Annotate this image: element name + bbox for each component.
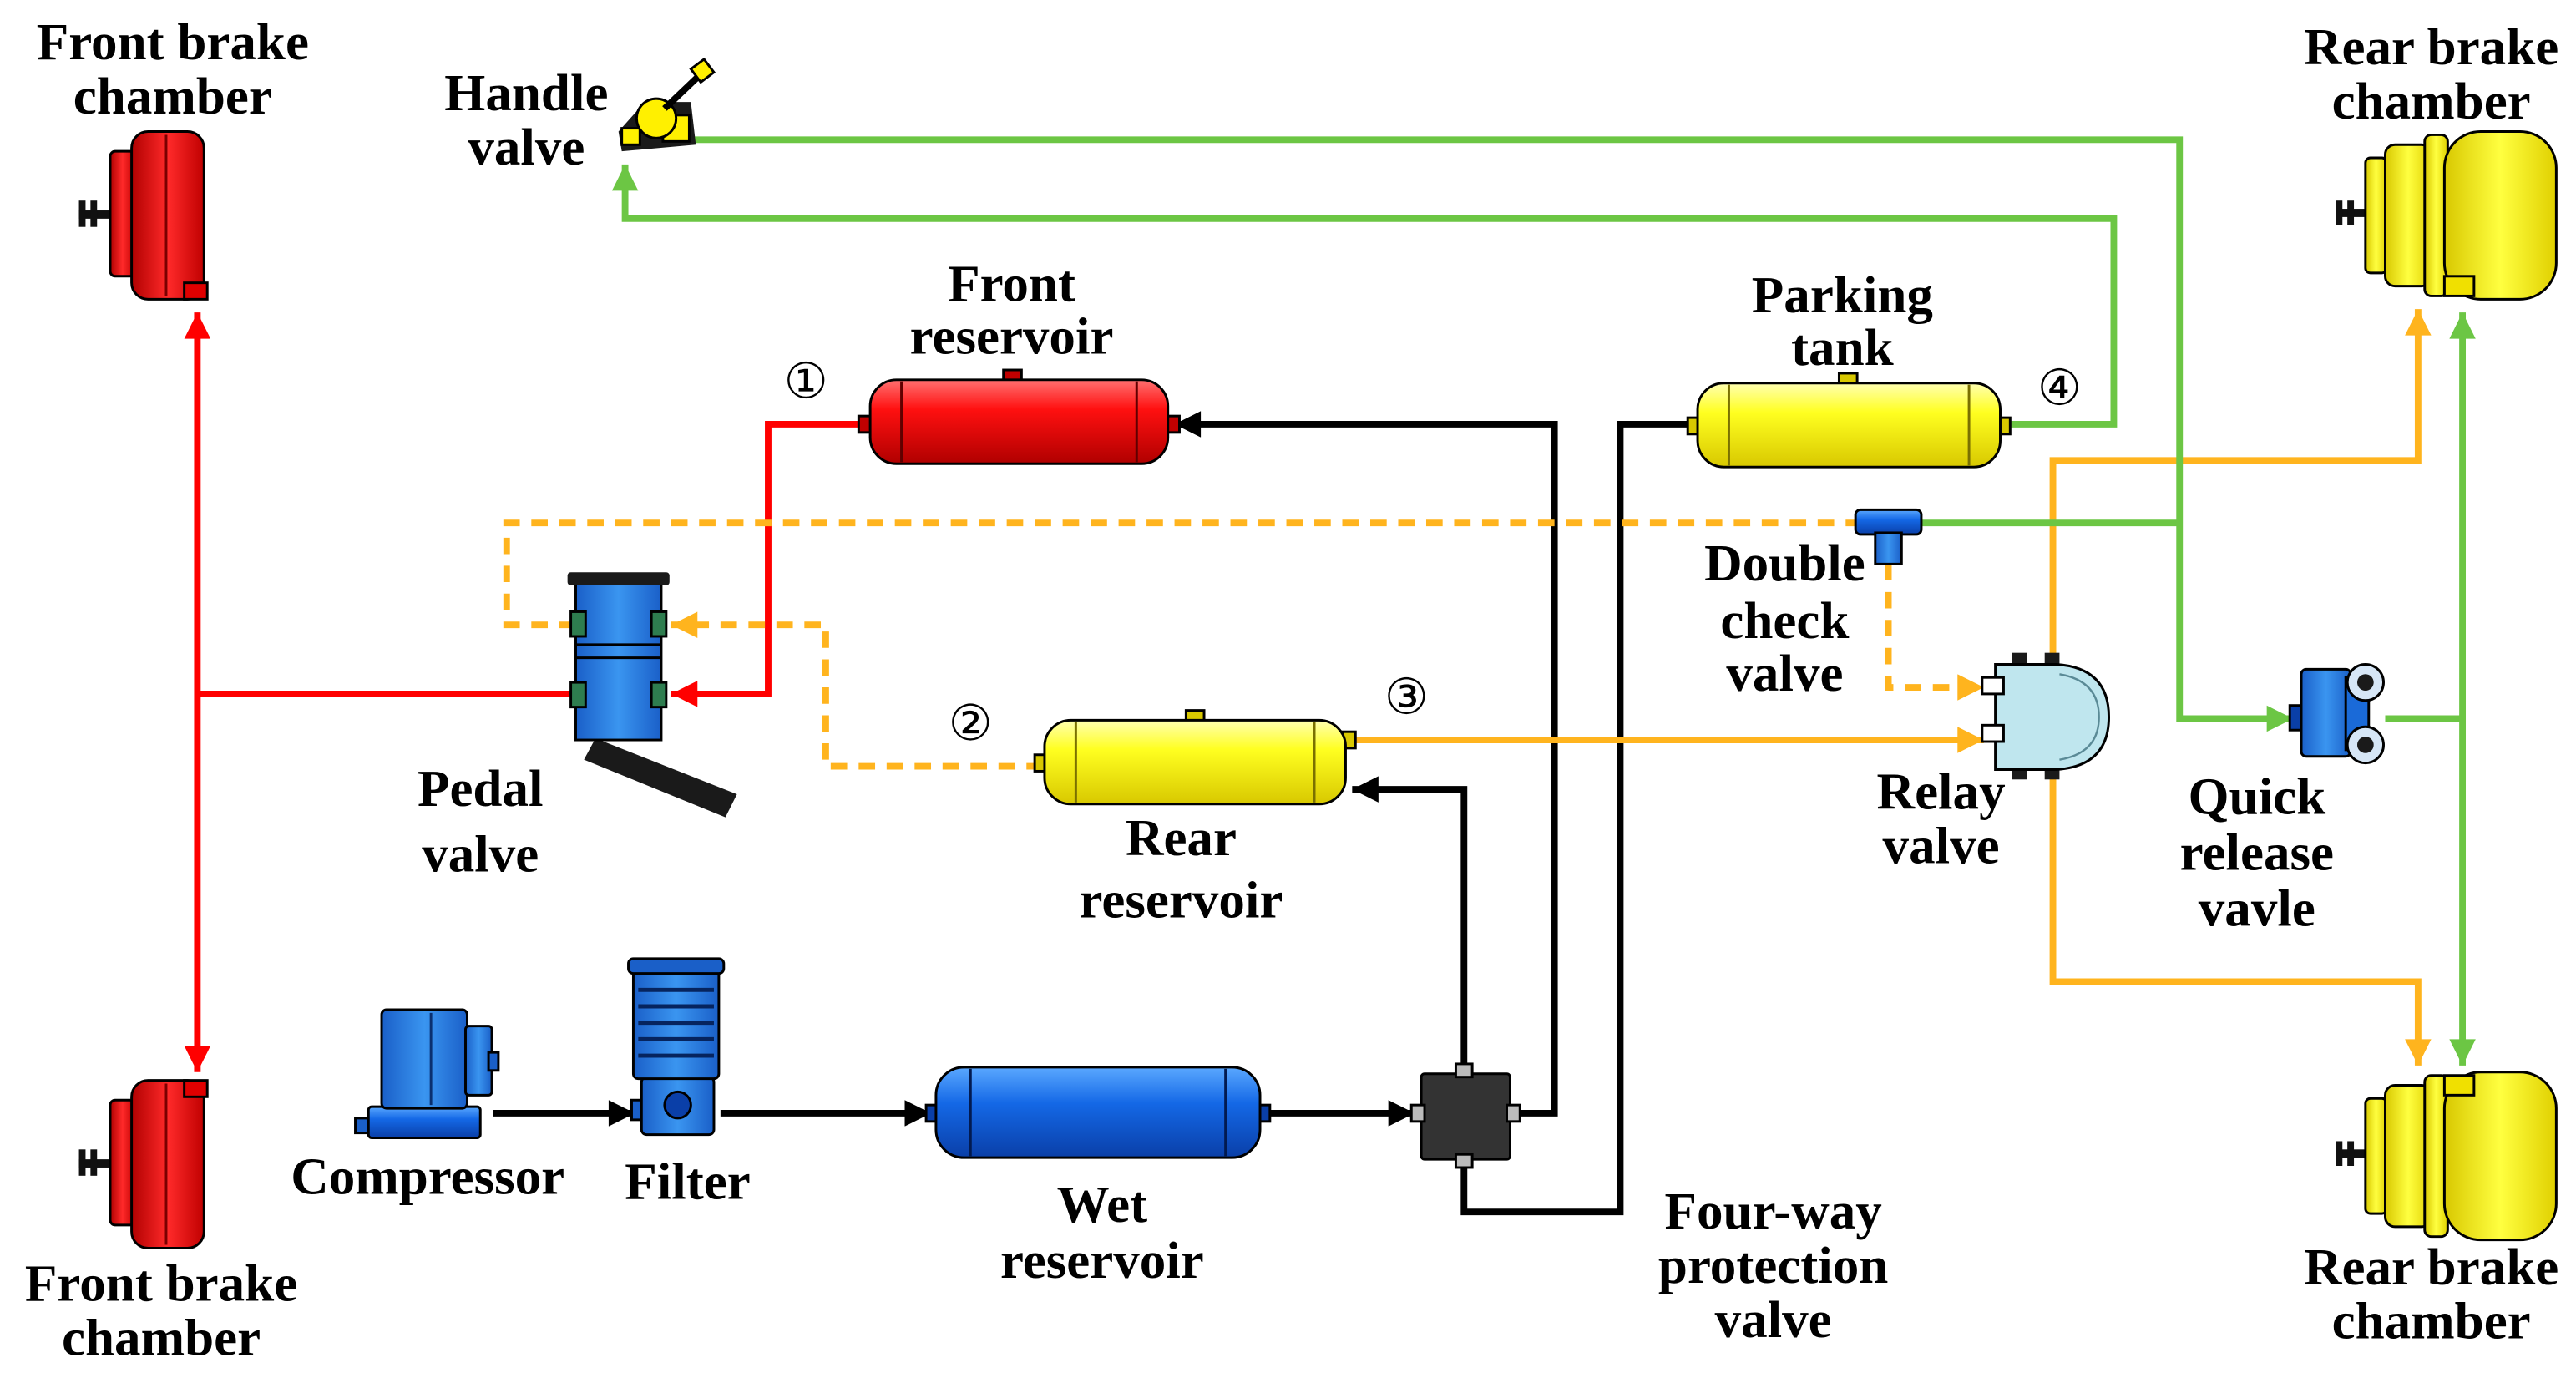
handle-valve-to-quick-release-line xyxy=(691,136,2294,732)
label-line: Rear brake xyxy=(2304,1238,2558,1296)
double-check-valve-icon xyxy=(1854,508,1923,565)
handle-valve-icon xyxy=(618,57,716,152)
label-line: Wet xyxy=(1057,1175,1148,1234)
labels: Front brake chamber Handle valve Rear br… xyxy=(25,13,2558,1367)
label-line: chamber xyxy=(2332,1292,2531,1350)
label-line: reservoir xyxy=(910,307,1114,365)
circuit-marker-3: ③ xyxy=(1384,668,1429,726)
front-brake-chamber-top-label: Front brake chamber xyxy=(37,13,309,125)
label-line: release xyxy=(2180,823,2334,882)
parking-tank-to-handle-valve-line xyxy=(611,164,2118,428)
label-line: check xyxy=(1720,591,1849,650)
front-reservoir-to-pedal-line xyxy=(671,421,869,707)
front-reservoir-icon xyxy=(857,368,1181,465)
label-line: Front brake xyxy=(25,1254,297,1312)
rear-brake-chamber-top-label: Rear brake chamber xyxy=(2304,18,2558,130)
label-line: valve xyxy=(1715,1290,1832,1349)
label-line: Front xyxy=(948,254,1075,312)
rear-brake-chamber-bottom-icon xyxy=(2336,1071,2558,1242)
front-brake-chamber-bottom-icon xyxy=(78,1079,209,1249)
front-brake-chamber-top-icon xyxy=(78,130,209,301)
relay-valve-icon xyxy=(1981,652,2111,780)
rear-brake-chamber-top-icon xyxy=(2336,130,2558,301)
four-way-to-parking-tank-line xyxy=(1460,421,1698,1216)
double-check-valve-label: Double check valve xyxy=(1704,534,1865,702)
label-line: Quick xyxy=(2189,768,2326,826)
four-way-protection-valve-icon xyxy=(1409,1062,1521,1169)
label-line: chamber xyxy=(73,67,272,125)
compressor-icon xyxy=(354,1008,500,1140)
label-line: Handle xyxy=(444,63,608,122)
label-line: reservoir xyxy=(1000,1231,1204,1289)
circuit-marker-2: ② xyxy=(949,694,993,752)
label-line: Double xyxy=(1704,534,1865,592)
relay-valve-label: Relay valve xyxy=(1877,762,2006,875)
label-line: reservoir xyxy=(1080,871,1283,930)
pedal-to-double-check-dashed-line xyxy=(503,519,1856,629)
circuit-marker-1: ① xyxy=(784,352,828,410)
label-line: valve xyxy=(468,118,585,176)
parking-tank-label: Parking tank xyxy=(1752,266,1933,377)
label-line: Front brake xyxy=(37,13,309,71)
label-line: vavle xyxy=(2199,879,2315,938)
filter-icon xyxy=(627,957,726,1137)
label-line: Four-way xyxy=(1665,1182,1882,1240)
relay-to-rear-chamber-top-line xyxy=(2049,309,2432,665)
label-line: protection xyxy=(1658,1236,1888,1294)
double-check-to-relay-dashed-line xyxy=(1885,564,1984,701)
wet-reservoir-label: Wet reservoir xyxy=(1000,1175,1204,1289)
four-way-to-rear-reservoir-line xyxy=(1352,776,1468,1072)
label-line: chamber xyxy=(2332,72,2531,130)
label-line: Rear brake xyxy=(2304,18,2558,76)
filter-label: Filter xyxy=(625,1152,750,1210)
label-line: tank xyxy=(1791,318,1894,377)
label-line: chamber xyxy=(62,1308,261,1366)
quick-release-valve-label: Quick release vavle xyxy=(2180,768,2334,938)
label-line: Rear xyxy=(1126,808,1237,867)
rear-reservoir-label: Rear reservoir xyxy=(1080,808,1283,930)
circuit-marker-4: ④ xyxy=(2037,358,2082,416)
rear-brake-chamber-bottom-label: Rear brake chamber xyxy=(2304,1238,2558,1350)
parking-tank-icon xyxy=(1686,372,2012,469)
label-line: Parking xyxy=(1752,266,1933,324)
label-line: valve xyxy=(1883,817,2000,875)
relay-to-rear-chamber-bottom-line xyxy=(2049,769,2432,1066)
rear-reservoir-icon xyxy=(1033,709,1357,806)
rear-reservoir-to-pedal-dashed-line xyxy=(671,611,1043,770)
quick-release-valve-icon xyxy=(2288,662,2385,765)
label-line: valve xyxy=(1726,644,1843,702)
front-brake-chamber-bottom-label: Front brake chamber xyxy=(25,1254,297,1366)
four-way-protection-valve-label: Four-way protection valve xyxy=(1658,1182,1888,1349)
pedal-valve-label: Pedal valve xyxy=(418,759,544,884)
handle-valve-label: Handle valve xyxy=(444,63,608,176)
label-line: valve xyxy=(422,825,539,884)
front-reservoir-label: Front reservoir xyxy=(910,254,1114,365)
wet-reservoir-icon xyxy=(924,1066,1272,1159)
label-line: Relay xyxy=(1877,762,2006,821)
pipes xyxy=(184,136,2476,1216)
pedal-valve-icon xyxy=(567,572,737,818)
label-line: Pedal xyxy=(418,759,544,818)
four-way-to-front-reservoir-line xyxy=(1174,411,1558,1117)
compressor-label: Compressor xyxy=(291,1147,564,1205)
